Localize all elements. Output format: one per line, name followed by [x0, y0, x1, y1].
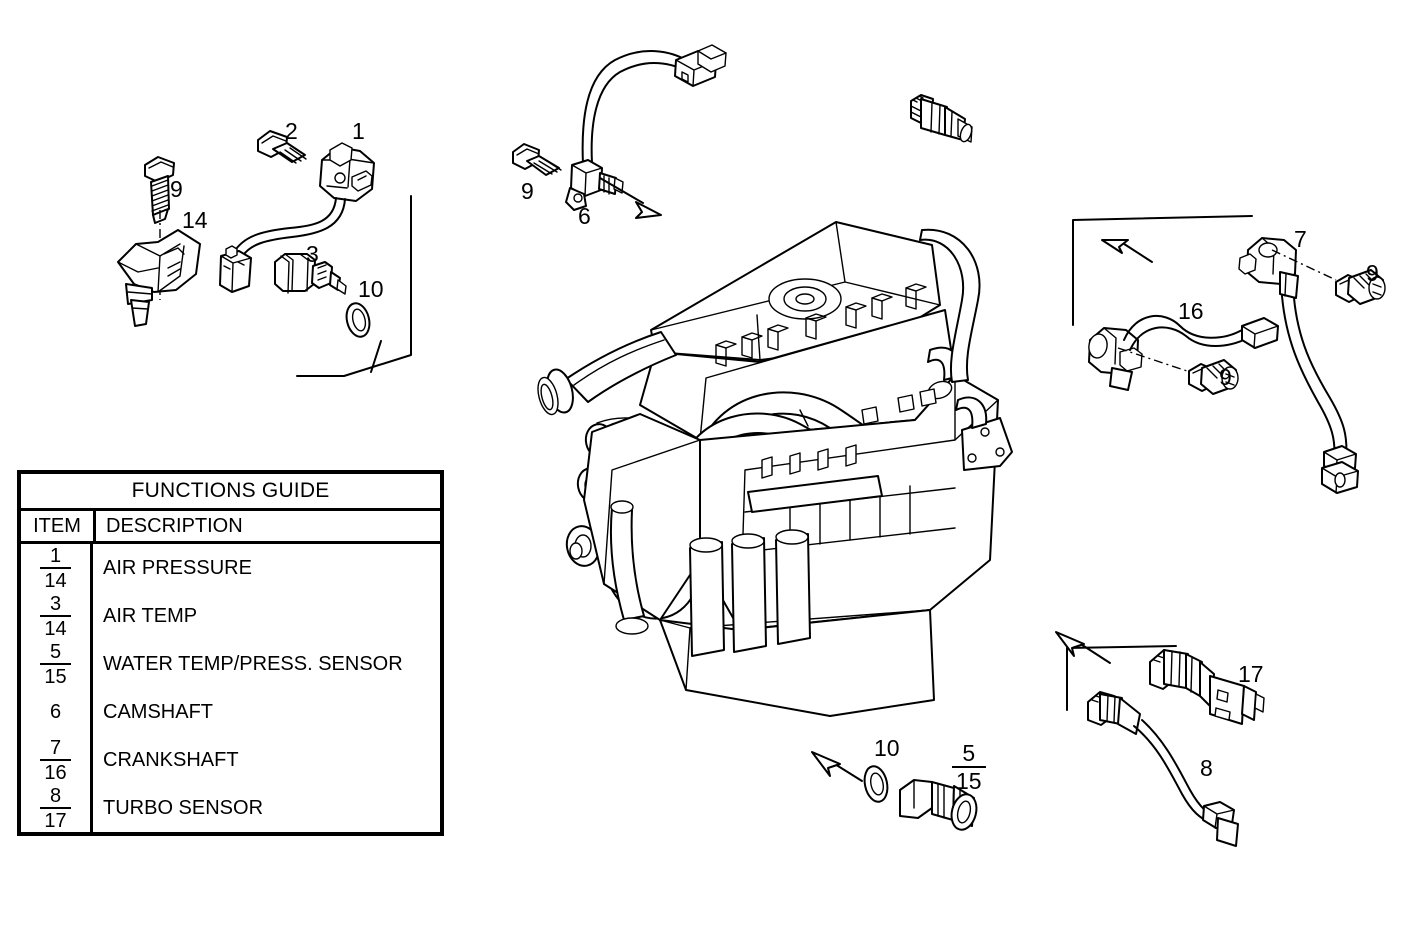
callout-9-right-upper: 9 — [1366, 260, 1379, 286]
callout-14: 14 — [182, 207, 208, 233]
callout-8: 8 — [1200, 755, 1213, 781]
callout-5-15: 5 15 — [952, 742, 986, 793]
part-sensor-topright-unlabeled — [910, 94, 973, 143]
item-fraction: 6 — [46, 702, 65, 722]
engine-assembly — [537, 221, 1013, 717]
part-bolt-9-topleft — [144, 156, 175, 224]
item-denominator: 14 — [40, 614, 71, 639]
callout-1: 1 — [352, 118, 365, 144]
part-turbo-sensor-8 — [1087, 691, 1239, 847]
assembly-arrow-camshaft — [599, 177, 662, 219]
item-numerator: 5 — [49, 640, 62, 663]
callout-9-middle: 9 — [521, 178, 534, 204]
item-numerator: 3 — [49, 592, 62, 615]
callout-6: 6 — [578, 203, 591, 229]
assembly-arrow-water-sensor — [811, 751, 863, 782]
item-numerator: 6 — [49, 701, 62, 723]
group-right-cluster — [1072, 215, 1386, 494]
part-air-temp-sensor-3 — [274, 253, 347, 295]
callout-9-topleft: 9 — [170, 176, 183, 202]
group-bottom-middle-cluster — [811, 751, 978, 831]
functions-guide-title: FUNCTIONS GUIDE — [21, 474, 440, 511]
part-washer-10-bottom — [863, 765, 889, 803]
table-cell-description: CAMSHAFT — [103, 700, 213, 723]
table-cell-description: CRANKSHAFT — [103, 748, 239, 771]
part-bolt-9-right-upper — [1335, 269, 1386, 305]
callout-9-right-lower: 9 — [1219, 364, 1232, 390]
engine-water-pipe — [609, 500, 649, 635]
callout-5-15-numerator: 5 — [962, 740, 976, 766]
item-numerator: 7 — [49, 736, 62, 759]
part-crankshaft-sensor-7 — [1238, 237, 1299, 299]
callout-10-topleft: 10 — [358, 276, 384, 302]
cable-camshaft-6 — [581, 44, 727, 165]
leader-bracket-top-left — [296, 195, 412, 377]
callout-17: 17 — [1238, 661, 1264, 687]
part-turbo-sensor-17 — [1149, 649, 1265, 725]
table-cell-description: WATER TEMP/PRESS. SENSOR — [103, 652, 403, 675]
callout-5-15-denominator: 15 — [952, 766, 986, 793]
part-camshaft-sensor-6 — [565, 159, 624, 211]
item-denominator: 17 — [40, 806, 71, 831]
engine-intake-tube — [537, 331, 677, 416]
part-bolt-9-right-lower — [1188, 359, 1239, 395]
engine-fuel-rail — [747, 444, 883, 513]
item-denominator: 15 — [40, 662, 71, 687]
item-numerator: 1 — [49, 544, 62, 567]
engine-rear-pipe — [919, 228, 981, 383]
part-air-pressure-sensor-1 — [319, 142, 375, 202]
cable-crankshaft-7 — [1281, 295, 1359, 494]
part-crankshaft-sensor-16 — [1088, 327, 1143, 391]
column-header-description: DESCRIPTION — [106, 515, 243, 537]
part-bolt-9-middle — [512, 143, 562, 176]
part-bolt-2 — [257, 130, 307, 164]
item-denominator: 16 — [40, 758, 71, 783]
column-header-item: ITEM — [21, 511, 96, 541]
cable-sensor-1 — [219, 197, 346, 293]
item-numerator: 8 — [49, 784, 62, 807]
group-top-middle-cluster — [512, 44, 727, 219]
cable-crankshaft-16 — [1123, 314, 1279, 351]
item-denominator: 14 — [40, 566, 71, 591]
assembly-arrow-turbo — [1055, 631, 1111, 664]
part-water-temp-press-sensor-5-15 — [899, 779, 978, 831]
group-top-left-cluster — [117, 130, 412, 377]
table-cell-item: 6 — [21, 688, 93, 736]
table-cell-description: AIR TEMP — [103, 604, 198, 627]
callout-3: 3 — [306, 241, 319, 267]
callout-10-bottom: 10 — [874, 735, 900, 761]
engine-fuel-filters — [689, 529, 811, 657]
table-cell-description: TURBO SENSOR — [103, 796, 264, 819]
callout-2: 2 — [285, 118, 298, 144]
centreline-bolt-16 — [1117, 347, 1191, 373]
assembly-arrow-crankshaft — [1101, 239, 1153, 263]
table-row: 6 CAMSHAFT — [21, 688, 440, 736]
callout-7: 7 — [1294, 226, 1307, 252]
callout-16: 16 — [1178, 298, 1204, 324]
functions-guide-header-row: ITEM DESCRIPTION — [21, 511, 440, 544]
part-map-sensor-14 — [117, 229, 201, 327]
part-washer-10 — [345, 302, 371, 338]
group-bottom-right-cluster — [1055, 631, 1265, 847]
table-cell-description: AIR PRESSURE — [103, 556, 252, 579]
centreline-bolt-7 — [1271, 249, 1337, 281]
